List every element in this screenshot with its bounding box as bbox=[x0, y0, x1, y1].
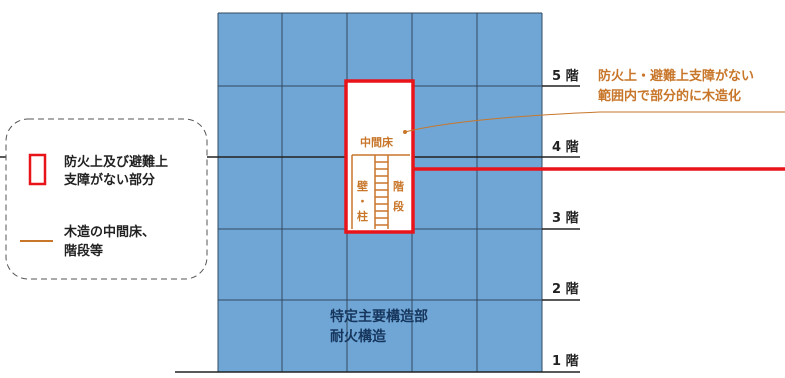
wall-label-2: ・ bbox=[357, 195, 368, 208]
stairs-label-2: 段 bbox=[393, 199, 404, 213]
wall-label-1: 壁 bbox=[357, 179, 368, 193]
callout-line-1: 防火上・避難上支障がない bbox=[598, 68, 754, 84]
structure-line-1: 特定主要構造部 bbox=[330, 308, 428, 325]
callout-dot bbox=[403, 130, 407, 134]
wood-area bbox=[347, 82, 412, 232]
legend-red-swatch bbox=[28, 153, 47, 186]
structure-line-2: 耐火構造 bbox=[330, 328, 386, 345]
wood-elements bbox=[351, 154, 410, 229]
highlight-box bbox=[344, 79, 415, 234]
legend-orange-line-1: 木造の中間床、 bbox=[63, 224, 155, 240]
floor-label-1: 1 階 bbox=[552, 353, 579, 369]
stairs-label-1: 階 bbox=[393, 179, 404, 193]
callout-leader bbox=[404, 111, 785, 133]
wall-label-3: 柱 bbox=[357, 209, 368, 223]
floor-label-2: 2 階 bbox=[552, 281, 579, 297]
legend-orange-line-2: 階段等 bbox=[64, 243, 103, 259]
floor-label-4: 4 階 bbox=[552, 139, 579, 155]
floor-label-5: 5 階 bbox=[552, 68, 579, 84]
legend-red-line-2: 支障がない部分 bbox=[63, 172, 155, 188]
legend-red-line-1: 防火上及び避難上 bbox=[64, 154, 168, 170]
floor-label-3: 3 階 bbox=[552, 210, 579, 226]
callout-line-2: 範囲内で部分的に木造化 bbox=[598, 88, 741, 104]
legend-box bbox=[5, 118, 208, 280]
mid-floor-label: 中間床 bbox=[360, 135, 394, 149]
